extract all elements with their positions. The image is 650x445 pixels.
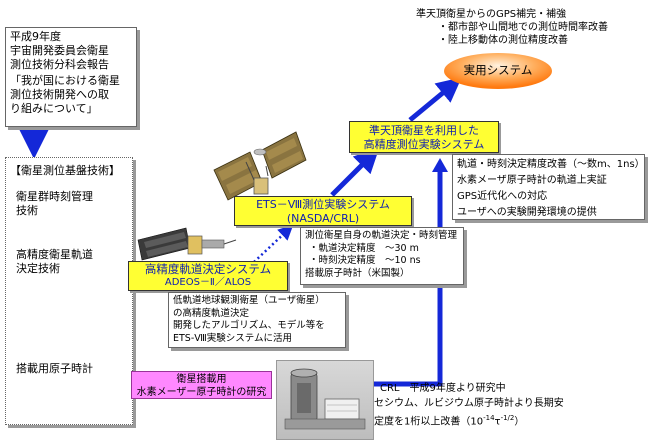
crl-notes: CRL 平成9年度より研究中 セシウム、ルビジウム原子時計より長期安 定度を1桁… — [374, 382, 564, 428]
base-tech-item: 決定技術 — [16, 262, 60, 275]
crl-note: CRL 平成9年度より研究中 — [380, 383, 506, 394]
ets8-satellite-icon — [213, 131, 307, 201]
practical-system-ellipse — [444, 53, 552, 89]
arrow-ets-to-qzss — [330, 147, 380, 197]
alos-satellite-icon — [137, 227, 237, 261]
base-tech-item: 技術 — [16, 204, 38, 217]
goal-note: 準天頂衛星からのGPS補完・補強 — [416, 9, 567, 20]
crl-note-text: 定度を1桁以上改善（10 — [374, 416, 484, 428]
crl-note-text: ） — [514, 416, 525, 428]
qzss-notes-box: 軌道・時刻決定精度改善（～数m、1ns） 水素メーザ原子時計の軌道上実証 GPS… — [452, 154, 645, 220]
qzss-note: ユーザへの実験開発環境の提供 — [457, 207, 597, 218]
crl-note-stability: 定度を1桁以上改善（10-14τ-1/2） — [374, 412, 564, 428]
qzss-experiment-box: 準天頂衛星を利用した 高精度測位実験システム — [349, 121, 499, 153]
practical-system-label: 実用システム — [463, 63, 533, 77]
base-tech-box: 【衛星測位基盤技術】 衛星群時刻管理 技術 高精度衛星軌道 決定技術 搭載用原子… — [5, 157, 133, 425]
qzss-note: GPS近代化への対応 — [457, 191, 548, 202]
alos-orbit-box: 高精度軌道決定システム ADEOS－Ⅱ／ALOS — [128, 261, 288, 291]
atomic-clock-photo — [276, 360, 374, 440]
ets8-note: 搭載原子時計（米国製） — [305, 267, 410, 279]
report-line: 宇宙開発委員会衛星 — [10, 44, 109, 57]
alos-notes-box: 低軌道地球観測衛星（ユーザ衛星） の高精度軌道決定 開発したアルゴリズム、モデル… — [168, 292, 346, 348]
base-tech-item: 搭載用原子時計 — [16, 362, 93, 375]
qzss-note: 水素メーザ原子時計の軌道上実証 — [457, 175, 607, 186]
crl-note-exp2: -1/2 — [500, 414, 515, 422]
alos-note: の高精度軌道決定 — [173, 307, 250, 319]
alos-note: ETS-Ⅷ実験システムに活用 — [173, 332, 292, 344]
report-box: 平成9年度 宇宙開発委員会衛星 測位技術分科会報告 「我が国における衛星 測位技… — [5, 27, 137, 127]
alos-note: 開発したアルゴリズム、モデル等を — [173, 320, 325, 331]
alos-note: 低軌道地球観測衛星（ユーザ衛星） — [173, 295, 325, 306]
ets8-note: ・時刻決定精度 ～10 ns — [309, 255, 421, 266]
qzss-title-line: 高精度測位実験システム — [363, 138, 485, 151]
goal-note: ・陸上移動体の測位精度改善 — [438, 35, 568, 46]
atomic-clock-icon — [284, 368, 366, 430]
ets8-title-line: (NASDA/CRL) — [286, 212, 360, 225]
report-line: 「我が国における衛星 — [10, 74, 120, 87]
qzss-title-line: 準天頂衛星を利用した — [369, 124, 479, 137]
base-tech-item: 衛星群時刻管理 — [16, 190, 93, 203]
maser-line: 衛星搭載用 — [176, 374, 227, 385]
base-tech-item: 高精度衛星軌道 — [16, 248, 93, 261]
crl-note-tau: τ — [494, 416, 501, 428]
ets8-note: 測位衛星自身の軌道決定・時刻管理 — [305, 230, 458, 241]
maser-line: 水素メーザー原子時計の研究 — [136, 387, 267, 398]
alos-title: 高精度軌道決定システム — [144, 262, 272, 276]
base-tech-title: 【衛星測位基盤技術】 — [10, 164, 120, 177]
ets8-note: ・軌道決定精度 ～30 m — [309, 242, 419, 254]
crl-note: セシウム、ルビジウム原子時計より長期安 — [374, 398, 564, 409]
report-line: 測位技術開発への取 — [10, 88, 109, 101]
report-line: 平成9年度 — [10, 30, 61, 43]
goal-notes: 準天頂衛星からのGPS補完・補強 ・都市部や山間地での測位時間率改善 ・陸上移動… — [416, 8, 608, 47]
ets8-notes-box: 測位衛星自身の軌道決定・時刻管理 ・軌道決定精度 ～30 m ・時刻決定精度 ～… — [300, 227, 464, 285]
report-line: 測位技術分科会報告 — [10, 58, 109, 71]
report-line: り組みについて」 — [10, 102, 98, 115]
alos-subtitle: ADEOS－Ⅱ／ALOS — [164, 277, 252, 288]
ets8-title-line: ETS－Ⅷ測位実験システム — [256, 198, 390, 211]
goal-note: ・都市部や山間地での測位時間率改善 — [438, 22, 608, 33]
arrow-qzss-to-practical — [408, 77, 462, 122]
arrow-alos-to-ets-dotted — [253, 224, 294, 263]
ets8-experiment-box: ETS－Ⅷ測位実験システム (NASDA/CRL) — [234, 196, 412, 226]
qzss-note: 軌道・時刻決定精度改善（～数m、1ns） — [457, 159, 645, 170]
crl-note-exp1: -14 — [483, 414, 495, 422]
maser-research-box: 衛星搭載用 水素メーザー原子時計の研究 — [131, 371, 272, 399]
